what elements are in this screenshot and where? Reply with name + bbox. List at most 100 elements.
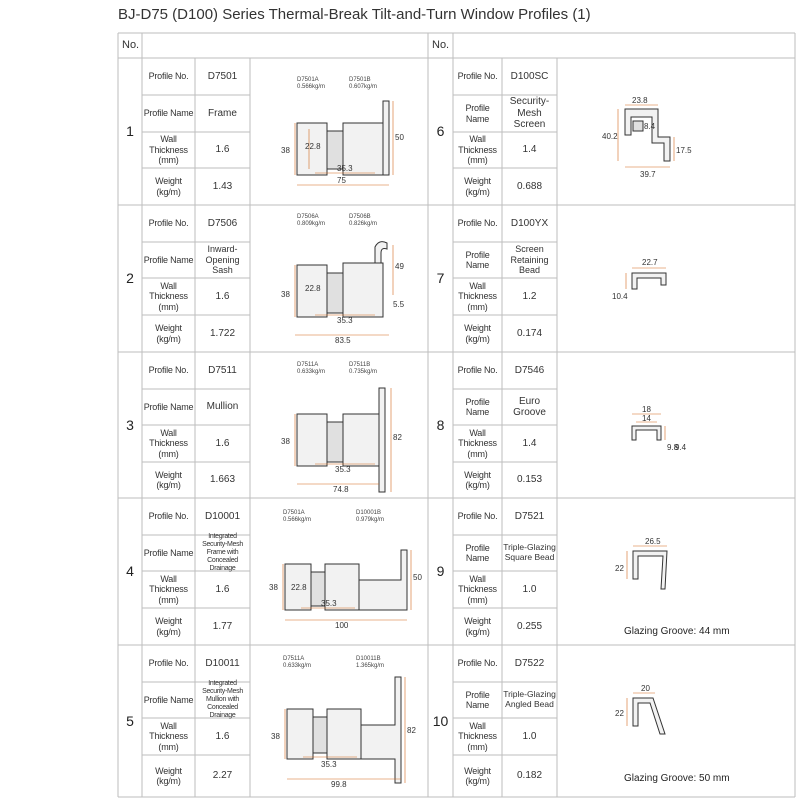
wall-thickness-value: 1.4: [522, 437, 537, 449]
label-weight: Weight (kg/m): [155, 616, 182, 637]
dim-r2: 9.4: [675, 443, 687, 452]
part-b-annotation: D10001B 0.979kg/m: [356, 510, 385, 523]
label-profile-name: Profile Name: [143, 694, 194, 705]
profile-name-value: Integrated Security-Mesh Mullion with Co…: [202, 679, 243, 720]
label-wall-thickness: Wall Thickness (mm): [458, 280, 497, 312]
profile-no-value: D100SC: [510, 70, 549, 82]
glazing-groove-note: Glazing Groove: 44 mm: [624, 626, 730, 637]
label-profile-name: Profile Name: [143, 254, 194, 265]
weight-value: 1.77: [212, 620, 233, 632]
part-a-annotation: D7511A 0.633kg/m: [283, 656, 312, 669]
dim-height: 38: [281, 146, 290, 155]
part-b-annotation: D10011B 1.365kg/m: [356, 656, 385, 669]
dim-width: 75: [337, 176, 346, 185]
profile-no-value: D7501: [207, 70, 238, 82]
wall-thickness-value: 1.2: [522, 290, 537, 302]
profile-drawing-mesh-frame: 38 22.8 35.3 100 50: [269, 549, 422, 630]
row-number: 8: [436, 416, 445, 433]
dim-inner: 22.8: [305, 284, 321, 293]
label-wall-thickness: Wall Thickness (mm): [458, 573, 497, 605]
dim-width: 83.5: [335, 336, 351, 345]
dim-extra: 5.5: [393, 300, 405, 309]
row-number: 6: [436, 123, 445, 140]
label-profile-no: Profile No.: [148, 71, 189, 82]
profile-no-value: D7546: [514, 364, 545, 376]
profile-no-value: D7511: [208, 364, 237, 376]
glazing-groove-note: Glazing Groove: 50 mm: [624, 773, 730, 784]
page-title: BJ-D75 (D100) Series Thermal-Break Tilt-…: [118, 6, 591, 23]
label-profile-name: Profile Name: [465, 249, 490, 270]
dim-inner: 22.8: [291, 583, 307, 592]
weight-value: 1.663: [209, 474, 236, 486]
profile-drawing-frame: 38 22.8 35.3 75 50: [281, 100, 404, 186]
profile-drawing-mesh-mullion: 38 35.3 99.8 82: [271, 676, 416, 789]
label-profile-no: Profile No.: [457, 71, 498, 82]
label-profile-name: Profile Name: [143, 108, 194, 119]
dim-right: 50: [395, 133, 404, 142]
weight-value: 0.182: [516, 770, 543, 782]
profile-drawing-screen: 23.8 8.4 40.2 17.5 39.7: [602, 96, 692, 179]
profile-name-value: Security-Mesh Screen: [509, 96, 550, 131]
dim-left: 40.2: [602, 132, 618, 141]
dim-middle: 35.3: [335, 465, 351, 474]
dim-inner: 14: [642, 414, 651, 423]
label-profile-name: Profile Name: [143, 547, 194, 558]
wall-thickness-value: 1.0: [522, 583, 537, 595]
dim-bottom: 39.7: [640, 170, 656, 179]
label-profile-name: Profile Name: [465, 103, 490, 124]
dim-top: 23.8: [632, 96, 648, 105]
wall-thickness-value: 1.6: [215, 583, 230, 595]
dim-middle: 35.3: [321, 760, 337, 769]
weight-value: 1.722: [209, 327, 236, 339]
label-wall-thickness: Wall Thickness (mm): [149, 720, 188, 752]
dim-middle: 35.3: [337, 164, 353, 173]
label-weight: Weight (kg/m): [155, 765, 182, 786]
profile-drawing-mullion: 38 35.3 74.8 82: [281, 387, 402, 494]
dim-height: 38: [281, 437, 290, 446]
dim-right: 49: [395, 262, 404, 271]
profile-no-value: D7521: [514, 510, 545, 522]
label-profile-no: Profile No.: [457, 658, 498, 669]
label-profile-name: Profile Name: [465, 689, 490, 710]
profile-name-value: Mullion: [206, 401, 239, 413]
dim-right: 17.5: [676, 146, 692, 155]
label-weight: Weight (kg/m): [155, 469, 182, 490]
label-weight: Weight (kg/m): [464, 323, 491, 344]
dim-middle: 35.3: [337, 316, 353, 325]
profile-drawing-angled-bead: 20 22: [615, 684, 666, 735]
label-wall-thickness: Wall Thickness (mm): [458, 427, 497, 459]
label-wall-thickness: Wall Thickness (mm): [458, 720, 497, 752]
label-weight: Weight (kg/m): [464, 765, 491, 786]
label-profile-no: Profile No.: [457, 365, 498, 376]
dim-top: 22.7: [642, 258, 658, 267]
profile-no-value: D7506: [207, 217, 238, 229]
weight-value: 0.255: [516, 620, 543, 632]
profile-name-value: Inward- Opening Sash: [205, 244, 240, 276]
label-profile-no: Profile No.: [148, 658, 189, 669]
label-profile-no: Profile No.: [148, 218, 189, 229]
header-no-right: No.: [432, 39, 450, 52]
weight-value: 0.153: [516, 474, 543, 486]
wall-thickness-value: 1.0: [522, 730, 537, 742]
profile-no-value: D7522: [514, 657, 545, 669]
dim-width: 99.8: [331, 780, 347, 789]
weight-value: 0.688: [516, 180, 543, 192]
profile-drawing-bead: 22.7 10.4: [612, 258, 667, 301]
part-a-annotation: D7506A 0.809kg/m: [297, 214, 326, 227]
part-b-annotation: D7501B 0.607kg/m: [349, 77, 378, 90]
profile-name-value: Triple-Glazing Square Bead: [503, 542, 556, 562]
label-weight: Weight (kg/m): [155, 176, 182, 197]
dim-r1: 9.8: [667, 443, 679, 452]
label-profile-name: Profile Name: [143, 401, 194, 412]
dim-inner: 8.4: [644, 122, 656, 131]
label-profile-no: Profile No.: [148, 511, 189, 522]
profile-no-value: D10001: [204, 510, 241, 522]
label-weight: Weight (kg/m): [464, 616, 491, 637]
weight-value: 1.43: [212, 180, 233, 192]
profile-no-value: D10011: [205, 657, 240, 669]
label-wall-thickness: Wall Thickness (mm): [149, 573, 188, 605]
profile-name-value: Euro Groove: [513, 395, 546, 419]
profile-name-value: Screen Retaining Bead: [510, 244, 549, 276]
dim-left: 22: [615, 564, 624, 573]
dim-width: 74.8: [333, 485, 349, 494]
